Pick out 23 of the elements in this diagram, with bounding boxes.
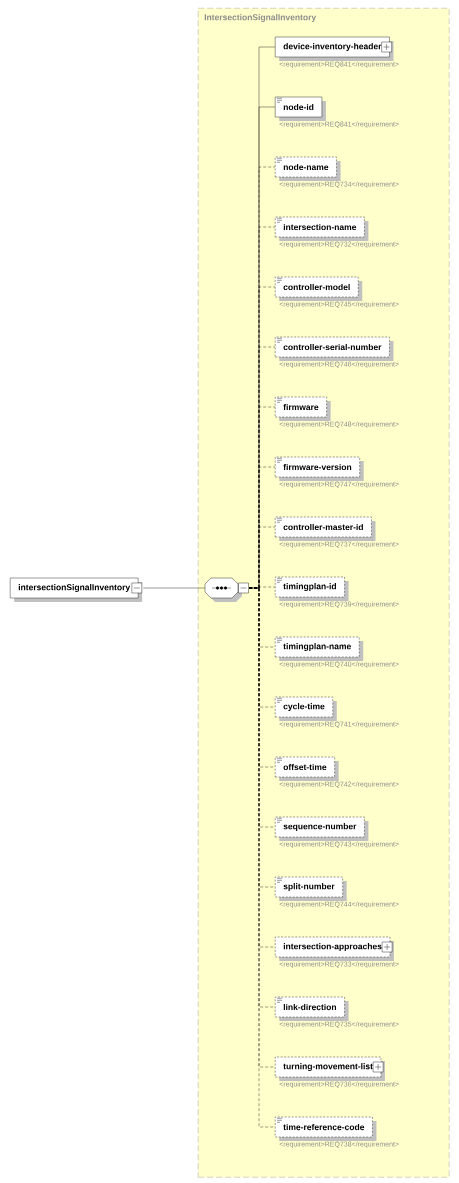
connector xyxy=(143,587,205,589)
root-element-box: intersectionSignalInventory xyxy=(10,577,143,602)
element-box: time-reference-code xyxy=(275,1116,377,1141)
element-box: intersection-name xyxy=(275,216,369,241)
element-box: device-inventory-header xyxy=(275,36,394,61)
element-box: split-number xyxy=(275,876,347,901)
element-box: node-id xyxy=(275,96,326,121)
element-box: cycle-time xyxy=(275,696,337,721)
element-box: timingplan-id xyxy=(275,576,349,601)
element-box: timingplan-name xyxy=(275,636,364,661)
element-box: intersection-approaches xyxy=(275,936,394,961)
element-box: turning-movement-list xyxy=(275,1056,385,1081)
element-box: controller-serial-number xyxy=(275,336,394,361)
sequence-compositor xyxy=(204,577,249,602)
element-box: firmware-version xyxy=(275,456,364,481)
element-box: firmware xyxy=(275,396,331,421)
element-box: controller-master-id xyxy=(275,516,376,541)
element-box: sequence-number xyxy=(275,816,369,841)
group-title: IntersectionSignalInventory xyxy=(204,14,317,22)
element-box: link-direction xyxy=(275,996,349,1021)
element-box: offset-time xyxy=(275,756,339,781)
element-box: controller-model xyxy=(275,276,363,301)
element-box: node-name xyxy=(275,156,341,181)
